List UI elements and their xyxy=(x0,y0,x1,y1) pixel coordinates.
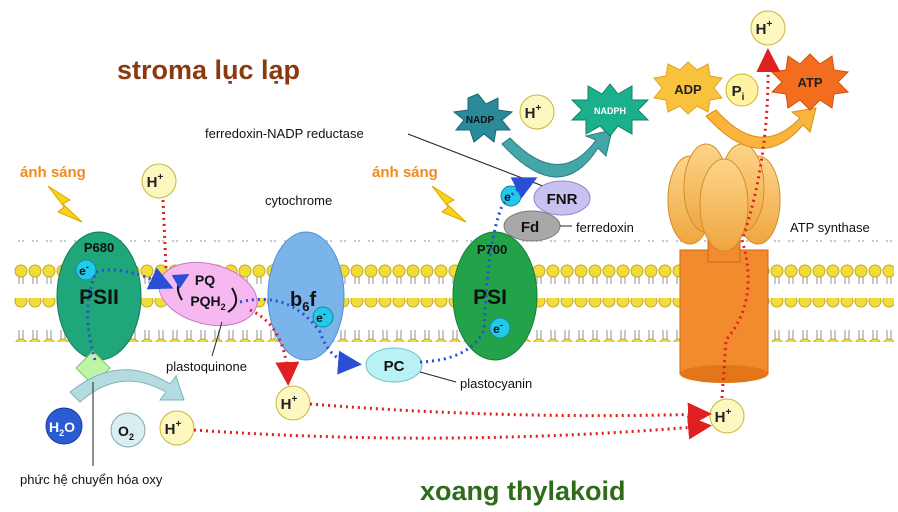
lightning-icon-right xyxy=(431,185,467,223)
psi-complex xyxy=(452,231,538,361)
pq-cycle-arrow-icon-2 xyxy=(227,287,238,313)
plastocyanin-oval xyxy=(365,347,423,383)
water-badge: H2O xyxy=(45,407,83,445)
svg-text:H+: H+ xyxy=(756,19,773,38)
pi-badge: Pi xyxy=(725,73,759,107)
proton-transport-path xyxy=(161,48,781,440)
lightning-icon-left xyxy=(47,185,83,223)
svg-text:H+: H+ xyxy=(525,103,542,122)
proton-badge-nadp: H+ xyxy=(519,94,555,130)
oxygen-badge: O2 xyxy=(110,412,146,448)
pqh2-label: PQH2 xyxy=(190,293,225,312)
svg-text:e-: e- xyxy=(493,320,503,336)
svg-text:NADPH: NADPH xyxy=(594,106,626,116)
cytochrome-label: cytochrome xyxy=(265,193,332,208)
electron-badge-psi: e- xyxy=(489,317,511,339)
atp-synthase-label: ATP synthase xyxy=(790,220,870,235)
svg-text:H2O: H2O xyxy=(49,419,75,438)
adp-badge: ADP xyxy=(653,61,723,115)
proton-badge-stroma-atp: H+ xyxy=(750,10,786,46)
stroma-label: stroma lục lạp xyxy=(117,55,300,85)
electron-badge-b6f: e- xyxy=(312,306,334,328)
nadph-formation-arrow xyxy=(501,129,613,178)
svg-text:H+: H+ xyxy=(147,172,164,191)
atp-badge: ATP xyxy=(770,53,850,111)
electron-badge-psii: e- xyxy=(75,259,97,281)
svg-text:e-: e- xyxy=(316,309,326,325)
plastoquinone-pointer xyxy=(211,321,223,357)
pq-label: PQ xyxy=(195,272,215,288)
lumen-label: xoang thylakoid xyxy=(420,476,626,506)
proton-badge-oec: H+ xyxy=(159,410,195,446)
svg-text:Pi: Pi xyxy=(732,83,745,103)
proton-badge-b6f: H+ xyxy=(275,385,311,421)
b6f-label: b6f xyxy=(290,289,316,314)
plastocyanin-label: plastocyanin xyxy=(460,376,532,391)
light-label-right: ánh sáng xyxy=(372,164,438,181)
nadph-badge: NADPH xyxy=(570,83,650,137)
oec-label: phức hệ chuyển hóa oxy xyxy=(20,472,163,487)
svg-text:e-: e- xyxy=(79,262,89,278)
water-splitting-arrow xyxy=(69,369,185,403)
atp-synthesis-arrow xyxy=(705,107,817,149)
pc-label: PC xyxy=(384,358,405,375)
svg-text:H+: H+ xyxy=(715,407,732,426)
ferredoxin-label: ferredoxin xyxy=(576,220,634,235)
svg-text:NADP: NADP xyxy=(466,115,495,126)
svg-text:H+: H+ xyxy=(281,394,298,413)
psi-label: PSI xyxy=(473,286,507,309)
psii-label: PSII xyxy=(79,286,119,309)
fd-label: Fd xyxy=(521,219,539,236)
light-label-left: ánh sáng xyxy=(20,164,86,181)
svg-text:ADP: ADP xyxy=(674,82,702,97)
nadp-badge: NADP xyxy=(452,93,514,143)
plastocyanin-pointer xyxy=(419,371,457,383)
svg-text:H+: H+ xyxy=(165,419,182,438)
electron-transport-path xyxy=(86,177,538,375)
svg-text:O2: O2 xyxy=(118,423,134,442)
plastoquinone-label: plastoquinone xyxy=(166,359,247,374)
p680-label: P680 xyxy=(84,240,114,255)
proton-badge-stroma-pq: H+ xyxy=(141,163,177,199)
cytochrome-b6f xyxy=(267,231,345,361)
fnr-label: FNR xyxy=(547,191,578,208)
proton-badge-lumen-atp: H+ xyxy=(709,398,745,434)
svg-text:ATP: ATP xyxy=(797,75,822,90)
pq-cycle-arrow-icon xyxy=(171,274,190,301)
atp-synthase xyxy=(667,143,781,383)
fnr-full-label: ferredoxin-NADP reductase xyxy=(205,126,364,141)
